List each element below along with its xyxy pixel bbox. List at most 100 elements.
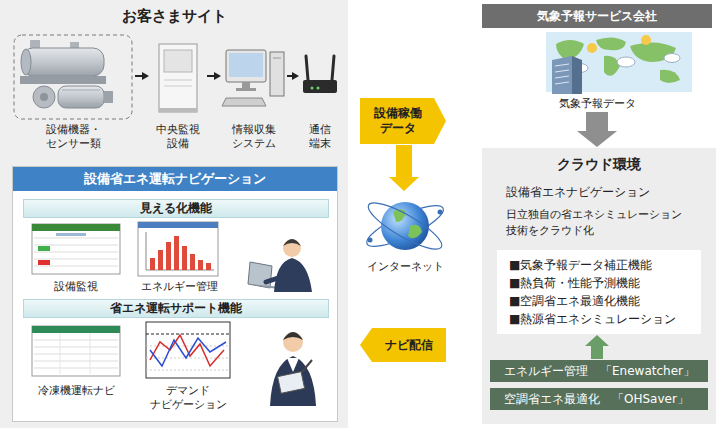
monitor-screenshot [34, 266, 118, 267]
monitor-screenshot [34, 238, 118, 239]
flow-arrow [287, 72, 299, 80]
building-illustration [572, 56, 582, 94]
person-tablet [278, 372, 305, 394]
node-text: 設備省エネ運転ナビゲーション [13, 167, 337, 191]
flow-arrow [207, 72, 221, 80]
computer-illustration [236, 88, 256, 91]
router-illustration [303, 56, 337, 93]
router-illustration [311, 87, 314, 90]
node-text: 日立独自の省エネシミュレーション 技術をクラウド化 [506, 207, 696, 239]
monitor-screenshot [34, 252, 118, 253]
cabinet-illustration [159, 44, 197, 112]
cabinet-illustration [164, 80, 192, 81]
node-text: クラウド環境 [482, 148, 716, 174]
flow-arrow [135, 72, 149, 80]
chiller-illustration [14, 35, 132, 119]
caption-label: デマンド ナビゲーション [144, 384, 232, 413]
energy-screenshot [158, 250, 163, 270]
navi-panel: 設備省エネ運転ナビゲーション見える化機能省エネ運転サポート機能 [12, 166, 338, 422]
chiller-illustration [40, 93, 48, 101]
site-panel: お客さまサイト設備機器・ センサー類 中央監視 設備情報収集 システム通信 端末設… [0, 0, 348, 428]
router-illustration [332, 56, 334, 80]
node-text: 気象予報サービス会社 [482, 4, 712, 28]
person-laptop [248, 262, 272, 288]
product-bar: 空調省エネ最適化 「OHSaver」 [490, 388, 708, 410]
node-text: ■熱源省エネシミュレーション [509, 310, 689, 328]
person-laptop [248, 284, 294, 290]
computer-illustration [229, 53, 263, 77]
demand-chart [146, 358, 230, 359]
person-laptop [274, 258, 312, 292]
chiller-navi-screenshot [32, 326, 120, 376]
energy-screenshot [146, 270, 214, 271]
router-illustration [306, 56, 308, 80]
globe-illustration [362, 195, 447, 256]
energy-screenshot [166, 242, 171, 270]
chiller-illustration [33, 86, 55, 108]
person-tablet [283, 332, 303, 340]
node-text: インターネット [356, 260, 454, 274]
weather-map [617, 57, 635, 67]
building-illustration [552, 56, 582, 94]
chiller-illustration [21, 49, 31, 75]
function-band: 見える化機能 [23, 199, 329, 218]
weather-map [572, 64, 588, 73]
caption-label: 冷凍機運転ナビ [30, 384, 122, 398]
weather-map [546, 32, 692, 92]
person-laptop [248, 239, 312, 292]
chiller-navi-screenshot [34, 340, 118, 341]
building-illustration [555, 70, 569, 72]
caption-label: 設備監視 [36, 280, 116, 294]
weather-map [664, 54, 680, 63]
node-text: 省エネ運転サポート機能 [23, 299, 329, 318]
building-illustration [555, 76, 569, 78]
demand-chart [146, 334, 230, 335]
globe-illustration [368, 238, 373, 243]
demand-chart [146, 322, 230, 378]
node-text: 設備機器・ センサー類 [38, 123, 108, 152]
callout-arrow: ナビ配信 [360, 328, 446, 362]
node-text: 中央監視 設備 [150, 123, 206, 152]
energy-screenshot [174, 236, 179, 270]
chiller-navi-screenshot [34, 361, 118, 362]
computer-illustration [222, 98, 266, 106]
equipment-item: 中央監視 設備 [150, 33, 206, 152]
node-text: ■空調省エネ最適化機能 [509, 292, 689, 310]
globe-illustration [393, 209, 406, 222]
flow-arrow [577, 112, 617, 147]
monitor-screenshot [56, 233, 86, 236]
equipment-item: 通信 端末 [300, 33, 340, 152]
monitor-screenshot [32, 224, 120, 274]
node-text: 情報収集 システム [222, 123, 286, 152]
person-tablet [283, 332, 303, 352]
callout-shape [360, 98, 446, 144]
chiller-illustration [104, 91, 113, 103]
cloud-panel: クラウド環境設備省エネナビゲーション日立独自の省エネシミュレーション 技術をクラ… [482, 148, 716, 424]
chiller-illustration [58, 86, 104, 108]
energy-screenshot [190, 254, 195, 270]
node-text: 通信 端末 [300, 123, 340, 152]
demand-chart [150, 335, 224, 366]
callout-arrow: 設備稼働 データ [360, 98, 446, 144]
monitor-screenshot [34, 259, 118, 260]
cabinet-illustration [159, 108, 197, 112]
chiller-illustration [22, 48, 104, 76]
chiller-illustration [70, 42, 79, 50]
equipment-item: 情報収集 システム [222, 33, 286, 152]
building-illustration [555, 82, 569, 84]
cabinet-illustration [164, 86, 192, 87]
equipment-item: 設備機器・ センサー類 [12, 33, 134, 152]
node-text: お客さまサイト [0, 0, 348, 26]
energy-screenshot [206, 263, 211, 270]
function-band: 省エネ運転サポート機能 [23, 299, 329, 318]
globe-illustration [362, 198, 447, 253]
chiller-navi-screenshot [34, 347, 118, 348]
weather-map [604, 56, 620, 76]
energy-screenshot [138, 222, 218, 228]
energy-screenshot [198, 260, 203, 270]
demand-chart [150, 338, 226, 366]
chiller-navi-screenshot [60, 333, 61, 374]
caption-label: エネルギー管理 [136, 280, 222, 294]
